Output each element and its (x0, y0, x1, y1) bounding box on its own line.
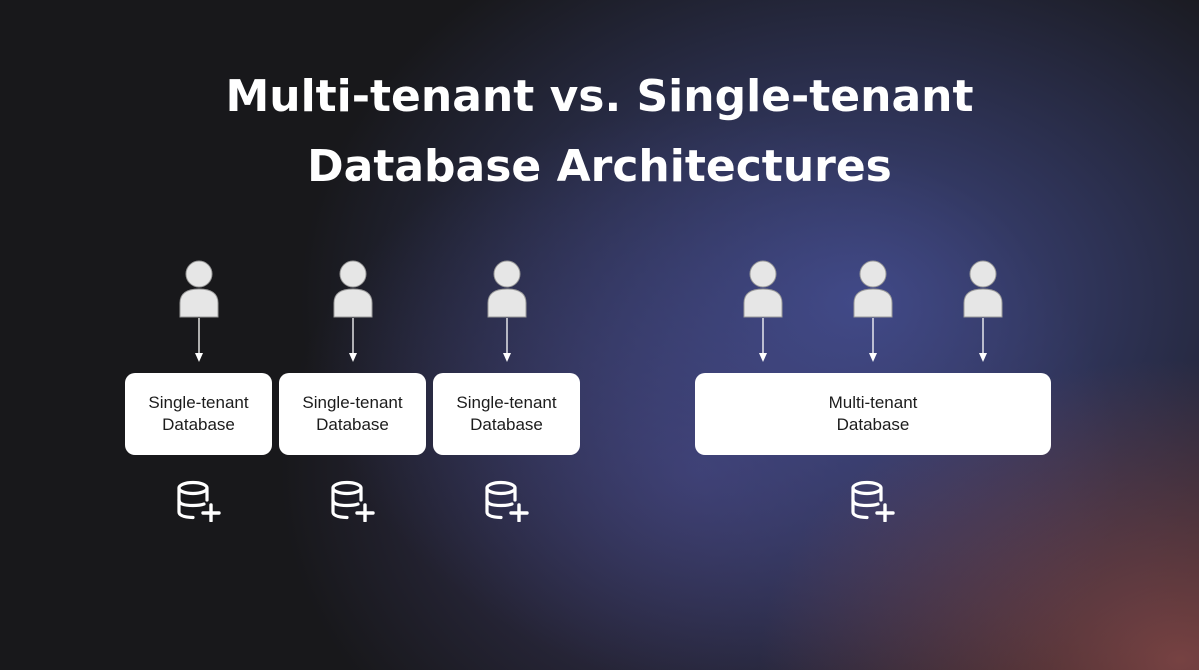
database-add-icon (176, 480, 222, 522)
title-line-1: Multi-tenant vs. Single-tenant (225, 71, 974, 122)
box-label-line-1: Single-tenant (148, 393, 249, 412)
database-add-icon (330, 480, 376, 522)
database-add-icon (850, 480, 896, 522)
user-icon (743, 260, 783, 318)
arrow-down-icon (978, 318, 988, 362)
single-tenant-database-box: Single-tenant Database (433, 373, 580, 455)
box-label-line-2: Database (316, 415, 389, 434)
box-label-line-2: Database (470, 415, 543, 434)
box-label-line-1: Single-tenant (456, 393, 557, 412)
box-label-line-1: Single-tenant (302, 393, 403, 412)
box-label-line-1: Multi-tenant (828, 393, 918, 412)
box-label-line-2: Database (162, 415, 235, 434)
arrow-down-icon (348, 318, 358, 362)
user-icon (179, 260, 219, 318)
arrow-down-icon (868, 318, 878, 362)
multi-tenant-database-box: Multi-tenant Database (695, 373, 1051, 455)
user-icon (487, 260, 527, 318)
title-line-2: Database Architectures (307, 141, 892, 192)
single-tenant-database-box: Single-tenant Database (125, 373, 272, 455)
arrow-down-icon (758, 318, 768, 362)
single-tenant-database-box: Single-tenant Database (279, 373, 426, 455)
arrow-down-icon (502, 318, 512, 362)
diagram-title: Multi-tenant vs. Single-tenant Database … (0, 62, 1199, 202)
user-icon (333, 260, 373, 318)
user-icon (963, 260, 1003, 318)
arrow-down-icon (194, 318, 204, 362)
database-add-icon (484, 480, 530, 522)
user-icon (853, 260, 893, 318)
box-label-line-2: Database (836, 415, 910, 434)
